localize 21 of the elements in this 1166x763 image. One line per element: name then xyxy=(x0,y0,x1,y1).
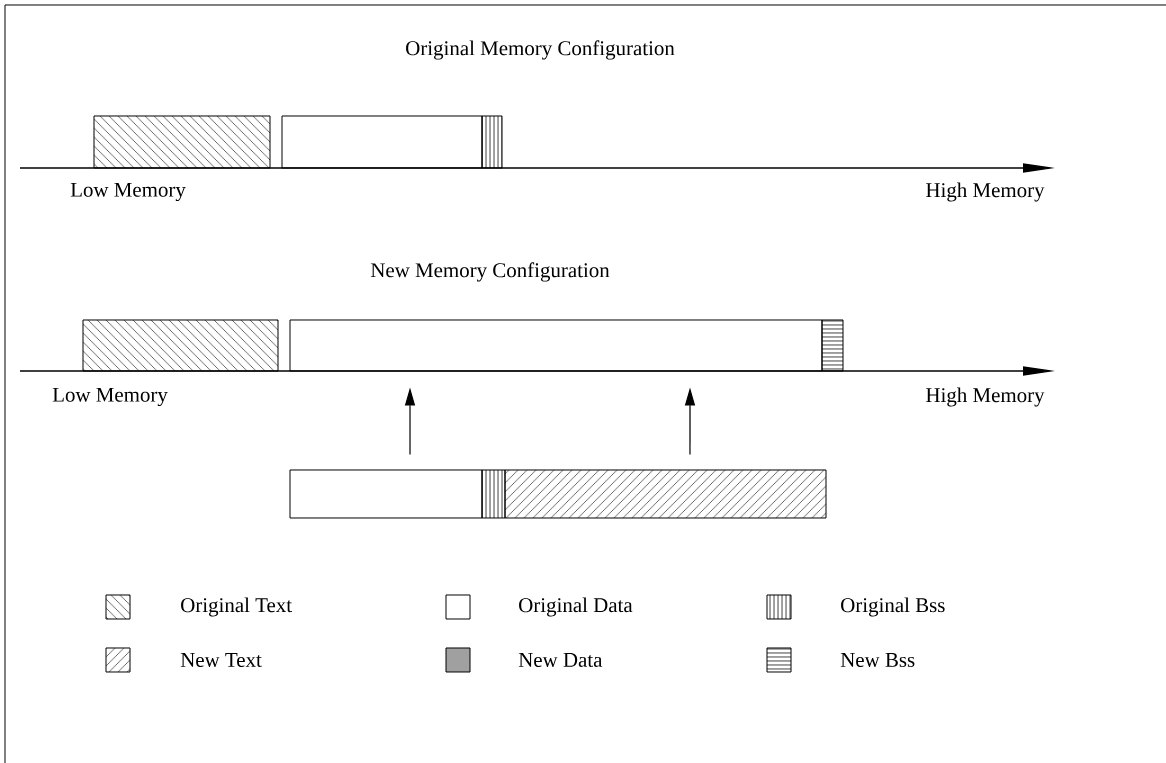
memory-bar xyxy=(481,115,503,169)
axis-label: High Memory xyxy=(926,182,1045,202)
memory-bar xyxy=(481,469,506,519)
section-heading: Original Memory Configuration xyxy=(406,40,675,60)
axis-label: Low Memory xyxy=(52,387,168,407)
memory-bar xyxy=(93,115,271,169)
axis-label: Low Memory xyxy=(70,182,186,202)
legend-label: Original Bss xyxy=(841,597,945,617)
legend-label: New Text xyxy=(180,653,262,667)
section-heading: New Memory Configuration xyxy=(370,262,610,282)
legend-label: New Bss xyxy=(840,653,915,667)
legend-label: Original Text xyxy=(181,597,292,617)
memory-bar xyxy=(289,319,823,372)
memory-bar xyxy=(281,115,483,169)
axis-label: High Memory xyxy=(926,387,1045,407)
memory-bar xyxy=(289,469,483,519)
memory-bar xyxy=(504,469,827,519)
legend-label: New Data xyxy=(518,653,603,667)
legend-label: Original Data xyxy=(519,597,633,617)
memory-bar xyxy=(82,319,279,372)
memory-bar xyxy=(821,319,844,372)
